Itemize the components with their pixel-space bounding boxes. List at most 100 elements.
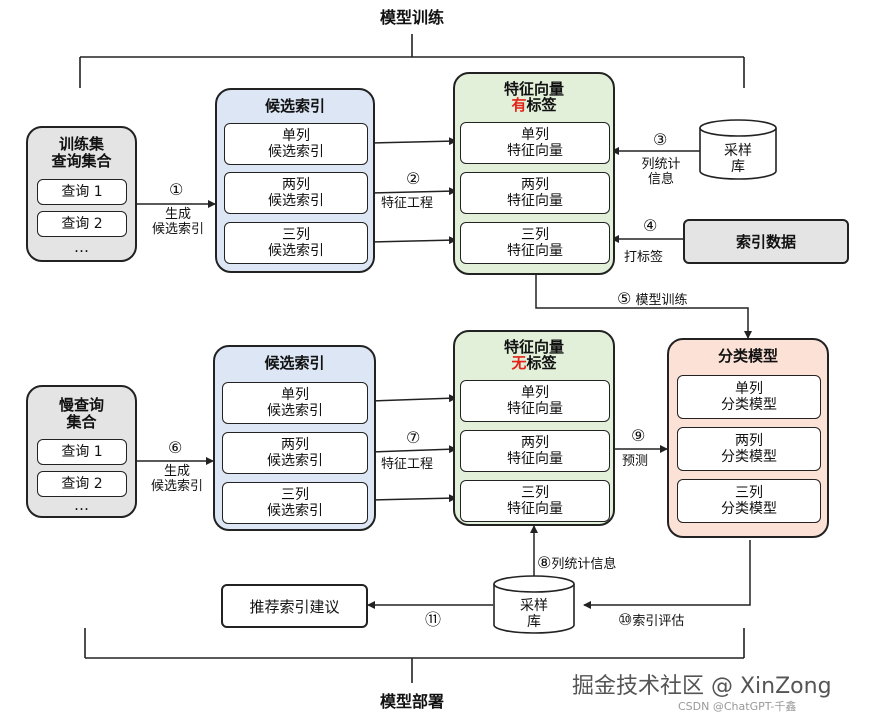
deploy-classifier: 分类模型 单列分类模型 两列分类模型 三列分类模型 — [667, 338, 829, 538]
train-feature-double: 两列特征向量 — [460, 172, 610, 214]
train-candidate-triple-l2: 候选索引 — [268, 243, 324, 259]
classifier-single-l2: 分类模型 — [721, 397, 777, 413]
deploy-feature-double-l2: 特征向量 — [507, 451, 563, 467]
classifier-single: 单列分类模型 — [677, 375, 821, 419]
deploy-feature-triple: 三列特征向量 — [460, 480, 610, 522]
train-candidate-double: 两列候选索引 — [224, 172, 368, 214]
deploy-query-set-title-2: 集合 — [66, 413, 97, 431]
watermark-sub: CSDN @ChatGPT-千鑫 — [678, 700, 797, 713]
arrow-index-eval — [583, 540, 751, 609]
classifier-single-l1: 单列 — [735, 381, 763, 397]
train-feature-title: 特征向量 — [503, 80, 564, 98]
deploy-feature-tag: 无标签 — [455, 355, 613, 372]
deployment-title: 模型部署 — [379, 692, 444, 711]
train-query-2-label: 查询 2 — [61, 216, 103, 232]
deploy-feature-single: 单列特征向量 — [460, 380, 610, 422]
step6-number: ⑥ — [168, 438, 183, 457]
step10-label: ⑩索引评估 — [618, 610, 684, 630]
step1-label-l1: 生成 — [164, 207, 191, 222]
step5-text: 模型训练 — [635, 293, 688, 308]
deploy-candidate-single-l1: 单列 — [281, 387, 309, 403]
deploy-feature-double: 两列特征向量 — [460, 430, 610, 472]
deploy-feature-single-l2: 特征向量 — [507, 401, 563, 417]
step7-label: 特征工程 — [381, 457, 434, 472]
deploy-candidate-title: 候选索引 — [264, 354, 325, 372]
train-candidate-triple-l1: 三列 — [282, 227, 310, 243]
arrow-train-triple — [369, 236, 457, 245]
deploy-candidate-triple-l2: 候选索引 — [267, 503, 323, 519]
train-feature-triple-l1: 三列 — [521, 227, 549, 243]
arrow-train-model — [535, 275, 752, 339]
deploy-feature-title: 特征向量 — [503, 338, 564, 356]
deploy-candidate-triple-l1: 三列 — [281, 487, 309, 503]
train-query-1-label: 查询 1 — [61, 184, 103, 200]
step1-label: 生成候选索引 — [142, 207, 214, 237]
train-feature-double-l2: 特征向量 — [507, 193, 563, 209]
deploy-query-set-title-1: 慢查询 — [58, 396, 104, 414]
train-feature-single: 单列特征向量 — [460, 122, 610, 164]
arrow-train-single — [369, 137, 457, 146]
step4-label: 打标签 — [624, 250, 664, 265]
step6-label-l1: 生成 — [163, 464, 190, 479]
deploy-candidate-single: 单列候选索引 — [222, 382, 368, 424]
deployment-bracket — [84, 628, 745, 683]
classifier-triple: 三列分类模型 — [677, 479, 821, 523]
training-title: 模型训练 — [379, 8, 444, 27]
train-query-more: … — [74, 238, 89, 256]
train-feature-single-l2: 特征向量 — [507, 143, 563, 159]
arrow-deploy-double — [370, 445, 457, 454]
step11-number: ⑪ — [425, 610, 442, 629]
step1-number: ① — [169, 180, 184, 199]
step4-number: ④ — [643, 216, 658, 235]
deploy-feature-tag-rest: 标签 — [526, 354, 557, 372]
train-feature-double-l1: 两列 — [521, 177, 549, 193]
train-query-2: 查询 2 — [37, 211, 127, 237]
train-feature-single-l1: 单列 — [521, 127, 549, 143]
deploy-sample-db-l1: 采样 — [520, 598, 548, 614]
index-data-label: 索引数据 — [735, 233, 796, 251]
step3-label-l2: 信息 — [647, 172, 674, 187]
classifier-double-l2: 分类模型 — [721, 449, 777, 465]
train-sample-db-l2: 库 — [731, 159, 745, 175]
deploy-candidate-single-l2: 候选索引 — [267, 403, 323, 419]
train-query-set-title-2: 查询集合 — [51, 152, 112, 170]
step5-label: ⑤ 模型训练 — [617, 291, 688, 309]
train-feature-triple: 三列特征向量 — [460, 222, 610, 264]
deploy-query-1-label: 查询 1 — [61, 444, 103, 460]
step8-number: ⑧ — [537, 553, 552, 572]
deploy-query-1: 查询 1 — [37, 439, 127, 465]
train-feature-tag-highlight: 有 — [511, 96, 527, 114]
train-candidate-triple: 三列候选索引 — [224, 222, 368, 264]
recommend-label: 推荐索引建议 — [249, 597, 340, 616]
train-sample-db: 采样 库 — [700, 143, 776, 175]
arrow-deploy-triple — [370, 494, 457, 503]
deploy-feature-tag-highlight: 无 — [511, 354, 527, 372]
step6-label: 生成候选索引 — [141, 464, 213, 494]
deploy-candidate-triple: 三列候选索引 — [222, 482, 368, 524]
deploy-query-more: … — [74, 496, 89, 514]
deploy-candidate-double-l1: 两列 — [281, 437, 309, 453]
step7-number: ⑦ — [406, 428, 421, 447]
step9-number: ⑨ — [631, 426, 646, 445]
train-feature-triple-l2: 特征向量 — [507, 243, 563, 259]
train-candidate-single-l2: 候选索引 — [268, 144, 324, 160]
train-candidate-single: 单列候选索引 — [224, 123, 368, 165]
arrow-train-double — [369, 187, 457, 196]
step10-number: ⑩ — [618, 610, 633, 629]
step8-label: ⑧列统计信息 — [537, 553, 617, 573]
train-candidate-title: 候选索引 — [264, 97, 325, 115]
deploy-candidate-double: 两列候选索引 — [222, 432, 368, 474]
deploy-candidate-index: 候选索引 单列候选索引 两列候选索引 三列候选索引 — [213, 345, 376, 531]
deploy-query-2-label: 查询 2 — [61, 476, 103, 492]
deploy-feature-triple-l2: 特征向量 — [507, 501, 563, 517]
training-bracket — [79, 34, 745, 88]
step2-label: 特征工程 — [381, 196, 434, 211]
step9-label: 预测 — [622, 454, 649, 469]
recommend-box: 推荐索引建议 — [221, 584, 368, 628]
train-sample-db-l1: 采样 — [724, 143, 752, 159]
classifier-double-l1: 两列 — [735, 433, 763, 449]
classifier-title: 分类模型 — [717, 347, 778, 365]
step8-text: 列统计信息 — [551, 557, 617, 572]
step3-label: 列统计信息 — [635, 157, 687, 187]
